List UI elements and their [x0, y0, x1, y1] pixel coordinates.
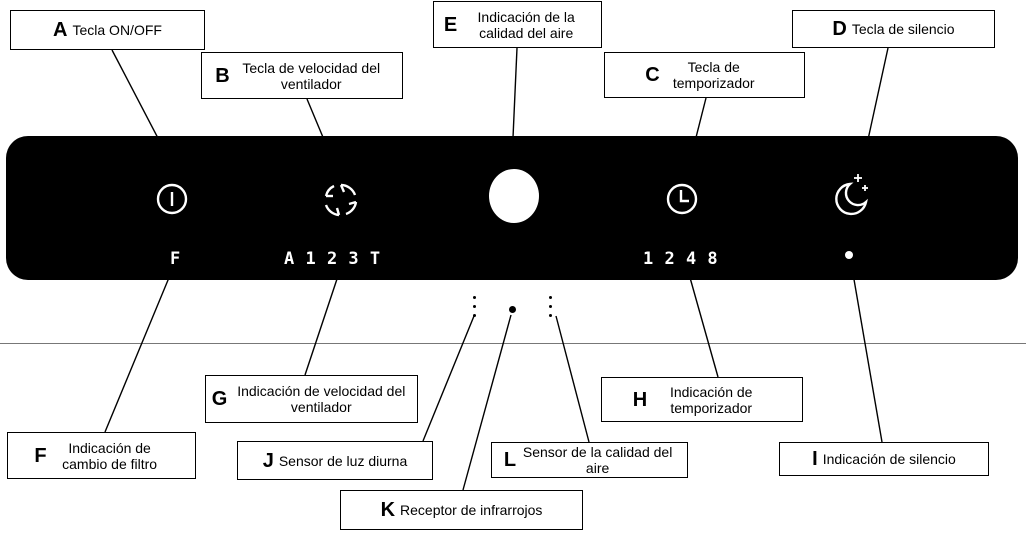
timer-indicator: 1 2 4 8 — [643, 249, 719, 269]
callout-b: B Tecla de velocidad del ventilador — [201, 52, 403, 99]
callout-j-letter: J — [262, 449, 274, 472]
leader-k — [462, 314, 512, 491]
callout-j: J Sensor de luz diurna — [237, 441, 433, 480]
callout-c: C Tecla de temporizador — [604, 52, 805, 98]
leader-l — [555, 315, 590, 443]
leader-f — [104, 267, 174, 433]
callout-l-text: Sensor de la calidad del aire — [522, 444, 673, 476]
callout-d: D Tecla de silencio — [792, 10, 995, 48]
leader-i — [850, 261, 883, 443]
fan-speed-indicator: A 1 2 3 T — [284, 249, 382, 269]
separator-line — [0, 343, 1026, 344]
callout-i-letter: I — [812, 448, 818, 470]
callout-i-text: Indicación de silencio — [822, 451, 956, 467]
callout-f-letter: F — [34, 444, 47, 467]
filter-change-indicator: F — [170, 249, 188, 269]
power-icon[interactable] — [154, 181, 190, 217]
callout-l-letter: L — [503, 449, 517, 471]
callout-c-text: Tecla de temporizador — [672, 59, 755, 91]
callout-e: E Indicación de la calidad del aire — [433, 1, 602, 48]
callout-a: A Tecla ON/OFF — [10, 10, 205, 50]
leader-g — [304, 266, 342, 376]
callout-k-letter: K — [380, 499, 396, 521]
callout-c-letter: C — [645, 64, 660, 86]
leader-h — [686, 266, 719, 378]
clock-icon[interactable] — [664, 181, 700, 217]
callout-g-letter: G — [211, 388, 228, 410]
callout-l: L Sensor de la calidad del aire — [491, 442, 688, 478]
leader-j — [422, 315, 475, 442]
callout-a-letter: A — [53, 19, 68, 41]
moon-icon[interactable] — [828, 172, 872, 216]
callout-b-text: Tecla de velocidad del ventilador — [242, 59, 381, 92]
callout-j-text: Sensor de luz diurna — [278, 452, 408, 469]
callout-f: F Indicación de cambio de filtro — [7, 432, 196, 479]
callout-h-text: Indicación de temporizador — [669, 383, 753, 416]
callout-k-text: Receptor de infrarrojos — [400, 502, 543, 518]
callout-e-text: Indicación de la calidad del aire — [477, 8, 575, 41]
callout-d-text: Tecla de silencio — [851, 21, 955, 37]
air-quality-light — [489, 169, 539, 223]
callout-d-letter: D — [832, 18, 847, 40]
callout-a-text: Tecla ON/OFF — [72, 22, 162, 38]
infrared-receiver — [509, 306, 516, 313]
callout-k: K Receptor de infrarrojos — [340, 490, 583, 530]
callout-h-letter: H — [632, 388, 648, 411]
callout-b-letter: B — [215, 64, 230, 87]
callout-g-text: Indicación de velocidad del ventilador — [237, 383, 406, 415]
fan-icon[interactable] — [322, 181, 360, 219]
callout-h: H Indicación de temporizador — [601, 377, 803, 422]
daylight-sensor — [473, 296, 477, 328]
air-quality-sensor — [549, 296, 553, 328]
silence-indicator-led — [845, 251, 853, 259]
callout-g: G Indicación de velocidad del ventilador — [205, 375, 418, 423]
callout-i: I Indicación de silencio — [779, 442, 989, 476]
callout-f-text: Indicación de cambio de filtro — [62, 439, 158, 472]
callout-e-letter: E — [443, 13, 458, 36]
